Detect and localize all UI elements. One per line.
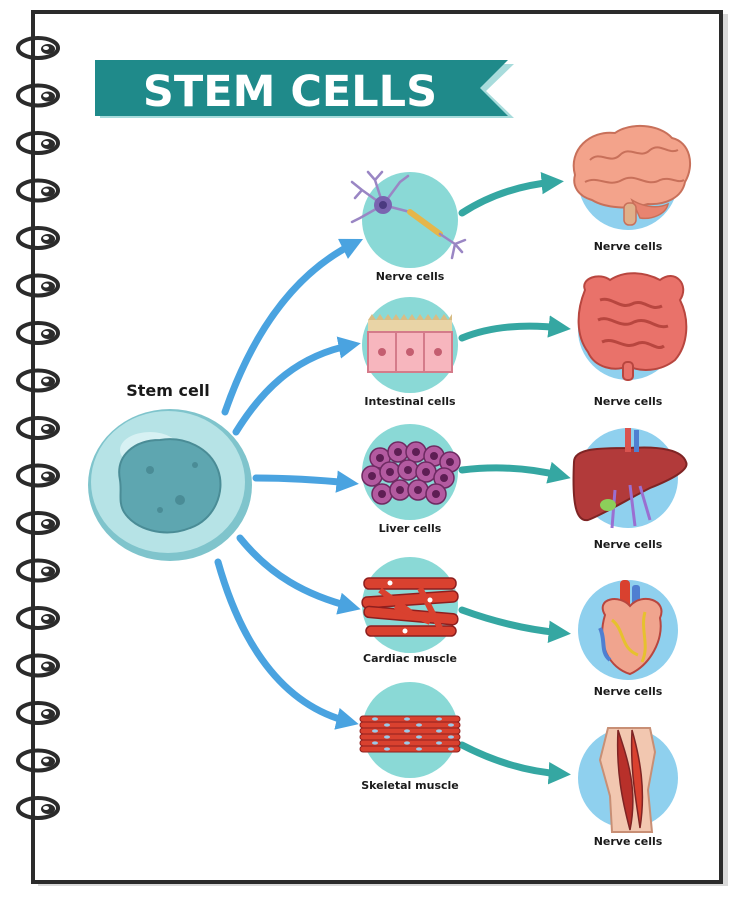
fiber-nucleus (404, 741, 410, 745)
liver-cell-nucleus (386, 468, 394, 476)
organ-label: Nerve cells (594, 240, 663, 253)
arrow-to-heart (458, 606, 571, 643)
stem-cell-label: Stem cell (126, 381, 210, 400)
fiber-nucleus (416, 723, 422, 727)
fiber-nucleus (436, 741, 442, 745)
stem-cell: Stem cell (88, 381, 252, 561)
liver-cell-nucleus (404, 466, 412, 474)
row-nerve-cells: Nerve cells Nerve cells (350, 124, 692, 283)
binding-ring (16, 558, 60, 583)
fiber-nucleus (384, 723, 390, 727)
binding-ring (16, 321, 60, 345)
fiber-nucleus (448, 723, 454, 727)
cell-label: Skeletal muscle (361, 779, 459, 792)
cell-circle (362, 172, 458, 268)
organ-label: Nerve cells (594, 395, 663, 408)
fiber-nucleus (404, 729, 410, 733)
row-cardiac-muscle: Cardiac muscle Nerve cells (361, 557, 678, 698)
liver-cell-nucleus (394, 448, 402, 456)
binding-ring (16, 416, 60, 440)
fiber-nucleus (436, 717, 442, 721)
cell-label: Intestinal cells (364, 395, 456, 408)
muscle-leg-icon (598, 727, 657, 833)
fiber-nucleus (404, 717, 410, 721)
liver-cells-icon (361, 441, 461, 505)
binding-ring (16, 463, 60, 488)
organ-label: Nerve cells (594, 538, 663, 551)
binding-ring (16, 606, 60, 630)
skeletal-muscle-icon (359, 715, 461, 753)
organ-label: Nerve cells (594, 685, 663, 698)
binding-ring (16, 36, 60, 60)
liver-cell-nucleus (368, 472, 376, 480)
binding-ring (16, 83, 60, 108)
liver-cell-nucleus (422, 468, 430, 476)
arrow-to-cardiac-muscle (236, 534, 361, 615)
binding-ring (16, 131, 60, 155)
arrow-to-leg-muscle (458, 741, 571, 785)
row-liver-cells: Liver cells Nerve cells (361, 424, 688, 551)
spiral-binding (16, 36, 60, 820)
arrow-to-intestine (458, 315, 571, 342)
binding-ring (16, 368, 60, 393)
liver-cell-nucleus (446, 458, 454, 466)
liver-cell-nucleus (396, 486, 404, 494)
title-banner: STEM CELLS (95, 60, 514, 118)
fiber-nucleus (436, 729, 442, 733)
stem-cell-nucleus (118, 438, 222, 534)
muscle-fiber (359, 745, 461, 753)
liver-icon (572, 428, 688, 529)
liver-cell-nucleus (378, 490, 386, 498)
muscle-fiber (359, 733, 461, 741)
fiber-nucleus (416, 747, 422, 751)
arrow-to-skeletal-muscle (214, 558, 359, 730)
organ-arrows (458, 171, 571, 785)
binding-ring (16, 178, 60, 203)
fiber-nucleus (448, 735, 454, 739)
binding-ring (16, 796, 60, 820)
cell-label: Nerve cells (376, 270, 445, 283)
cardiac-muscle-icon (361, 577, 459, 637)
liver-cell-nucleus (414, 486, 422, 494)
binding-ring (16, 511, 60, 535)
arrow-to-liver-cells (252, 470, 359, 493)
fiber-nucleus (372, 741, 378, 745)
liver-cell-nucleus (412, 448, 420, 456)
intestine-icon (577, 272, 688, 381)
page-title: STEM CELLS (143, 67, 437, 117)
arrow-to-nerve-cells (221, 238, 364, 416)
arrow-to-brain (458, 171, 564, 217)
neuron-icon (350, 170, 467, 260)
cell-label: Liver cells (379, 522, 442, 535)
binding-ring (16, 273, 60, 298)
binding-ring (16, 748, 60, 773)
stem-arrows (214, 238, 364, 730)
fiber-nucleus (384, 747, 390, 751)
liver-cell-nucleus (430, 452, 438, 460)
liver-cell-nucleus (376, 454, 384, 462)
fiber-nucleus (372, 717, 378, 721)
arrow-to-intestinal-cells (232, 336, 361, 436)
binding-ring (16, 653, 60, 678)
heart-icon (598, 580, 663, 676)
arrow-to-liver (458, 461, 571, 484)
liver-cell-nucleus (432, 490, 440, 498)
intestinal-cells-icon (367, 314, 453, 373)
fiber-nucleus (448, 747, 454, 751)
binding-ring (16, 701, 60, 725)
organ-label: Nerve cells (594, 835, 663, 848)
liver-cell-nucleus (440, 474, 448, 482)
binding-ring (16, 226, 60, 250)
muscle-fiber (359, 721, 461, 729)
fiber-nucleus (372, 729, 378, 733)
row-intestinal-cells: Intestinal cells Nerve cells (362, 272, 688, 408)
brain-icon (572, 124, 692, 226)
cell-label: Cardiac muscle (363, 652, 457, 665)
fiber-nucleus (384, 735, 390, 739)
row-skeletal-muscle: Skeletal muscle Nerve cells (359, 682, 678, 848)
fiber-nucleus (416, 735, 422, 739)
